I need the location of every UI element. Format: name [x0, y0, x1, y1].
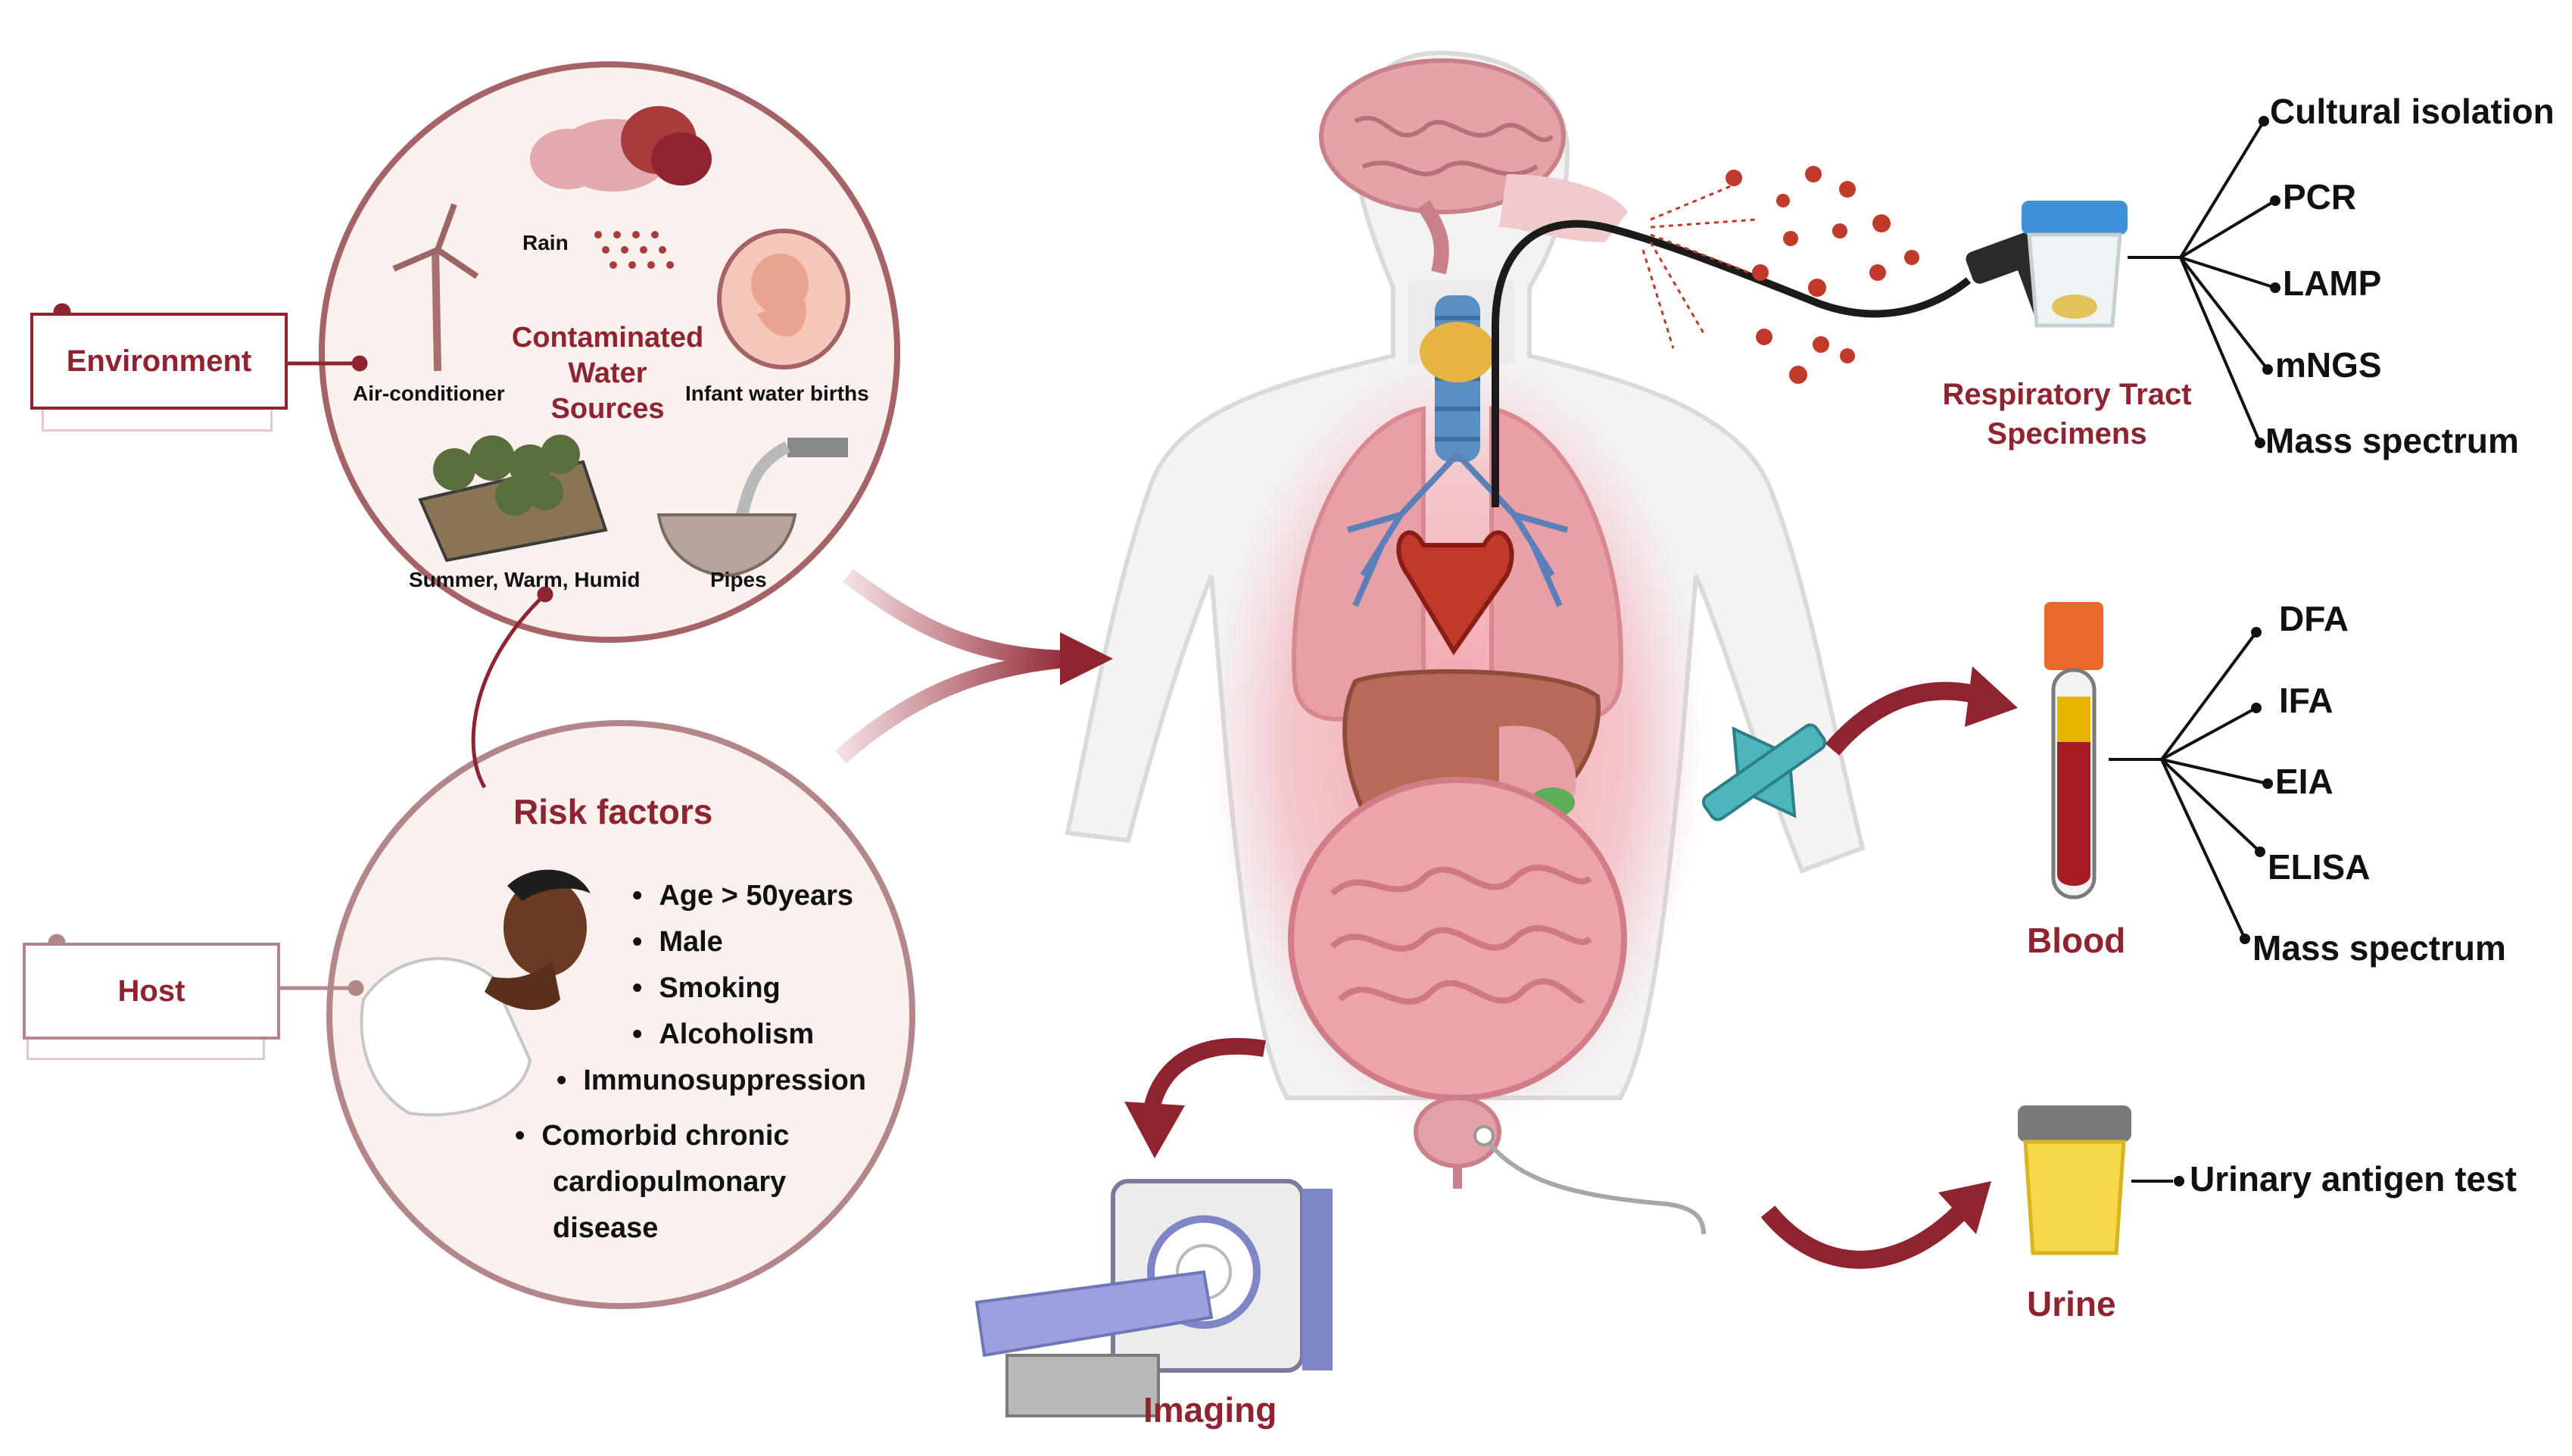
risk-factor-age: Age > 50years — [632, 880, 853, 912]
method-elisa: ELISA — [2268, 847, 2371, 887]
air-conditioner-label: Air-conditioner — [353, 382, 505, 405]
contaminated-water-line-1: Contaminated — [511, 322, 704, 354]
risk-factor-immunosuppression: Immunosuppression — [556, 1065, 866, 1097]
blood-tube-icon — [2044, 602, 2103, 899]
summer-label: Summer, Warm, Humid — [409, 568, 641, 591]
urine-label: Urine — [2027, 1284, 2116, 1323]
method-mass-spectrum-respiratory: Mass spectrum — [2265, 421, 2519, 460]
method-urinary-antigen-test: Urinary antigen test — [2190, 1159, 2517, 1199]
method-ifa: IFA — [2279, 681, 2334, 720]
respiratory-specimens-label: Respiratory Tract Specimens — [1919, 375, 2215, 454]
urine-method-branch — [2131, 1176, 2184, 1186]
urine-cup-icon — [2018, 1105, 2131, 1255]
risk-factor-alcoholism: Alcoholism — [632, 1018, 814, 1051]
arrow-to-urine — [1760, 1181, 1991, 1269]
environment-box: Environment — [30, 313, 288, 410]
respiratory-specimen-cup-icon — [2022, 201, 2128, 328]
risk-factors-title: Risk factors — [513, 792, 713, 831]
respiratory-label-line-1: Respiratory Tract — [1942, 378, 2192, 411]
air-conditioner-icon — [392, 203, 479, 372]
method-mngs: mNGS — [2275, 345, 2382, 385]
bacteria-cluster — [1726, 166, 1919, 384]
respiratory-method-branches — [2128, 120, 2277, 444]
host-label: Host — [117, 974, 185, 1008]
blood-method-branches — [2109, 631, 2268, 940]
coughing-man-icon — [360, 869, 591, 1117]
droplet-spray-lines — [1641, 180, 1757, 349]
pipes-label: Pipes — [710, 568, 767, 591]
comorbid-line-1: Comorbid chronic — [515, 1113, 789, 1159]
blood-label: Blood — [2027, 921, 2126, 960]
method-lamp: LAMP — [2283, 263, 2382, 303]
comorbid-line-2: cardiopulmonary — [553, 1166, 787, 1198]
arrow-to-blood — [1825, 666, 2018, 756]
infant-water-birth-icon — [717, 229, 850, 369]
ct-scanner-icon — [974, 1179, 1333, 1417]
method-eia: EIA — [2275, 762, 2334, 801]
risk-factors-circle — [326, 720, 915, 1309]
risk-factor-smoking: Smoking — [632, 972, 780, 1005]
comorbid-line-3: disease — [553, 1212, 659, 1244]
host-box: Host — [23, 943, 280, 1040]
respiratory-branch-dots — [2255, 116, 2281, 448]
method-dfa: DFA — [2279, 599, 2349, 638]
environment-label: Environment — [66, 344, 252, 378]
arrow-to-imaging — [1124, 1037, 1266, 1158]
blood-branch-dots — [2240, 627, 2273, 944]
method-pcr: PCR — [2283, 177, 2357, 217]
connector-lines — [48, 303, 553, 996]
pipe-water-icon — [656, 438, 848, 578]
contaminated-water-line-2: Water — [568, 357, 647, 389]
infant-water-births-label: Infant water births — [685, 382, 869, 405]
respiratory-label-line-2: Specimens — [1987, 417, 2147, 451]
method-cultural-isolation: Cultural isolation — [2270, 92, 2555, 131]
rain-label: Rain — [522, 231, 569, 254]
contaminated-water-label: Contaminated Water Sources — [507, 320, 708, 427]
risk-factor-male: Male — [632, 926, 722, 959]
human-body-illustration — [1065, 50, 2059, 1235]
rain-cloud-icon — [530, 106, 712, 269]
main-arrow — [834, 569, 1113, 764]
method-mass-spectrum-blood: Mass spectrum — [2252, 928, 2506, 968]
risk-factor-comorbid: Comorbid chronic cardiopulmonary disease — [515, 1113, 789, 1252]
imaging-label: Imaging — [1143, 1390, 1277, 1429]
contaminated-water-line-3: Sources — [550, 393, 665, 425]
forest-summer-icon — [418, 435, 608, 563]
